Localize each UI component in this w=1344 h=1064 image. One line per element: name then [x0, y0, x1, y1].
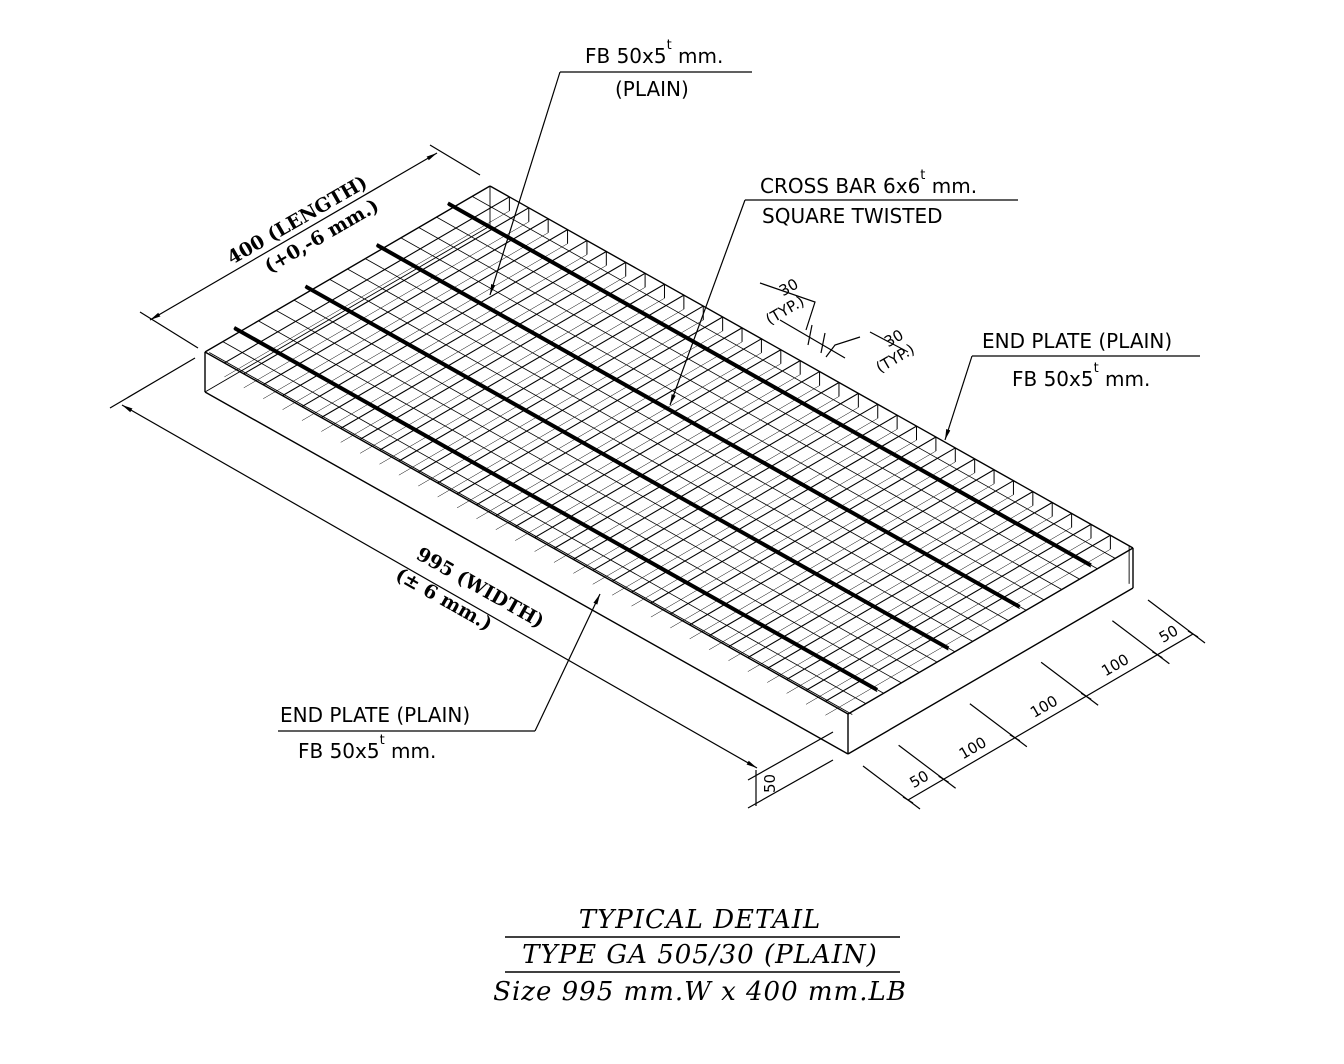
grating-line — [293, 299, 938, 663]
length-dimension: 400 (LENGTH) (+0,-6 mm.) — [224, 171, 383, 277]
end-plate-right-fb: FB 50x5t mm. — [1012, 361, 1150, 391]
cross-bar-type: SQUARE TWISTED — [762, 204, 943, 228]
tick — [902, 796, 914, 804]
title-line-1: TYPICAL DETAIL — [579, 905, 822, 935]
cross-bar — [233, 326, 879, 692]
top-fb-plain: (PLAIN) — [615, 77, 689, 101]
tick — [1080, 692, 1092, 700]
grating-line — [471, 196, 1116, 559]
height-dimension: 50 — [761, 774, 779, 793]
right-end-top — [847, 547, 1134, 715]
tick — [1187, 630, 1199, 638]
grating-body — [204, 185, 1134, 755]
tick — [1009, 734, 1021, 742]
dimension-lines — [109, 144, 834, 809]
grating-line — [400, 237, 1045, 601]
front-edge-top — [204, 351, 849, 715]
end-dimension-chain — [862, 599, 1206, 810]
end-plate-left-fb: FB 50x5t mm. — [298, 733, 436, 763]
end-plate-left-label: END PLATE (PLAIN) — [280, 703, 470, 727]
chain-dimension-line — [907, 633, 1194, 801]
front-plate-bottom — [204, 391, 849, 755]
end-chain-label: 100 — [1027, 692, 1061, 722]
top-fb-label: FB 50x5t mm. — [585, 38, 723, 68]
cross-bar-highlight — [376, 246, 1020, 610]
end-chain-label: 100 — [1098, 650, 1132, 680]
cross-bar — [375, 243, 1021, 609]
cross-bar-label: CROSS BAR 6x6t mm. — [760, 168, 977, 198]
title-line-2: TYPE GA 505/30 (PLAIN) — [522, 940, 878, 970]
spacing-30-typ-1: 30 (TYP.) — [762, 275, 807, 329]
cross-bar — [447, 201, 1092, 567]
grating-line — [436, 216, 1080, 580]
grating-line — [258, 320, 902, 684]
end-chain-label: 100 — [956, 733, 990, 763]
cross-bar-highlight — [447, 204, 1092, 568]
grating-line — [418, 227, 1062, 590]
end-plate-right-label: END PLATE (PLAIN) — [982, 329, 1172, 353]
tick — [1152, 651, 1163, 659]
width-dimension: 995 (WIDTH) (± 6 mm.) — [392, 543, 548, 635]
grating-line — [222, 341, 867, 704]
end-plate-bottom — [847, 587, 1134, 755]
title-line-3: Size 995 mm.W x 400 mm.LB — [493, 977, 907, 1007]
grating-line — [276, 310, 920, 673]
back-edge — [489, 185, 1134, 549]
cross-bar — [304, 284, 950, 650]
tick — [938, 775, 949, 783]
